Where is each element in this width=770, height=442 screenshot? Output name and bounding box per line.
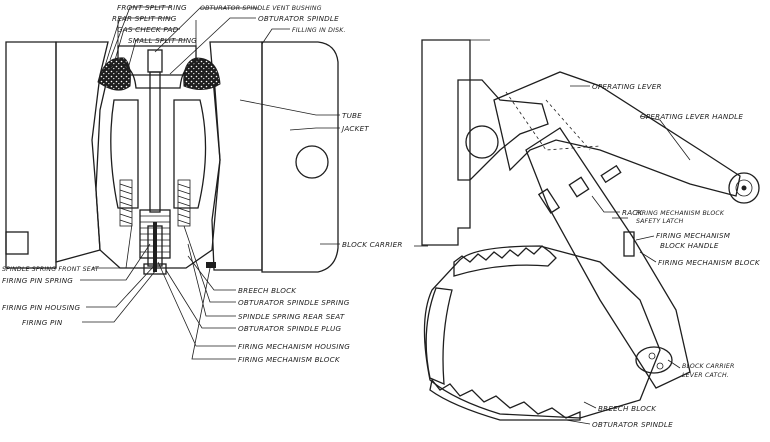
breech-block-threads-bottom <box>429 378 581 421</box>
sectional-view <box>5 20 339 275</box>
label-safety-latch-1: FIRING MECHANISM BLOCK <box>636 210 725 217</box>
label-small-split-ring: SMALL SPLIT RING <box>128 36 197 45</box>
label-firing-pin-housing: FIRING PIN HOUSING <box>2 303 80 312</box>
left-leader-lines <box>80 6 340 360</box>
breech-block-body <box>423 245 661 419</box>
label-vent-bushing: OBTURATOR SPINDLE VENT BUSHING <box>200 5 322 12</box>
label-firing-mechanism-block-left: FIRING MECHANISM BLOCK <box>238 355 341 364</box>
label-firing-pin-spring: FIRING PIN SPRING <box>2 276 73 285</box>
block-carrier-section <box>261 41 339 273</box>
firing-mechanism-block-assembly <box>525 127 691 389</box>
label-filling-in-disk: FILLING IN DISK. <box>292 27 346 34</box>
mushroom-head <box>117 45 197 89</box>
tube-left-section <box>55 41 109 263</box>
fm-block-handle <box>623 231 635 257</box>
label-fm-block-handle-2: BLOCK HANDLE <box>660 241 719 250</box>
breech-frame <box>421 39 471 246</box>
label-fm-block-right: FIRING MECHANISM BLOCK <box>658 258 761 267</box>
label-rear-split-ring: REAR SPLIT RING <box>112 14 177 23</box>
rack-part <box>537 188 561 214</box>
label-lever-catch-1: BLOCK CARRIER <box>682 363 735 370</box>
label-obturator-spindle-right: OBTURATOR SPINDLE <box>592 420 673 429</box>
carrier-outline <box>457 79 549 181</box>
label-block-carrier: BLOCK CARRIER <box>342 240 403 249</box>
gas-check-pad-left <box>97 57 131 91</box>
label-breech-block-left: BREECH BLOCK <box>238 286 297 295</box>
jacket-left-section <box>5 41 57 269</box>
label-jacket: JACKET <box>340 124 369 133</box>
label-firing-pin: FIRING PIN <box>22 318 63 327</box>
carrier-hinge <box>465 125 499 159</box>
obturator-spindle-plug <box>143 263 167 275</box>
label-spindle-spring-rear-seat: SPINDLE SPRING REAR SEAT <box>238 312 345 321</box>
block-carrier-lever-catch <box>635 346 673 374</box>
label-spindle-spring-front-seat: SPINDLE SPRING FRONT SEAT <box>2 266 100 273</box>
split-rings <box>103 65 211 75</box>
label-firing-mechanism-housing: FIRING MECHANISM HOUSING <box>238 342 350 351</box>
label-tube: TUBE <box>342 111 362 120</box>
carrier-lug <box>5 231 29 255</box>
obturator-spindle-shaft <box>149 71 161 213</box>
vent-bushing <box>147 49 163 73</box>
label-operating-lever: OPERATING LEVER <box>592 82 662 91</box>
carrier-pivot-hole <box>295 145 329 179</box>
label-obturator-spindle-plug: OBTURATOR SPINDLE PLUG <box>238 324 342 333</box>
label-fm-block-handle-1: FIRING MECHANISM <box>656 231 731 240</box>
label-rack: RACK <box>622 208 644 217</box>
right-leader-lines <box>414 85 691 425</box>
breech-block-threads-top <box>453 245 557 277</box>
operating-lever-handle-knob <box>728 172 760 204</box>
exterior-view <box>421 39 760 421</box>
label-lever-catch-2: LEVER CATCH. <box>682 372 729 379</box>
label-obturator-spindle-spring: OBTURATOR SPINDLE SPRING <box>238 298 350 307</box>
firing-pin <box>153 222 157 272</box>
label-safety-latch-2: SAFETY LATCH <box>636 218 684 225</box>
gas-check-pad-right <box>183 57 221 90</box>
safety-latch <box>600 164 622 184</box>
breech-block-face <box>425 287 453 386</box>
spindle-spring <box>119 179 191 227</box>
label-breech-block-right: BREECH BLOCK <box>598 404 657 413</box>
label-gas-check-pad: GAS CHECK PAD <box>117 25 179 34</box>
block-chamber-left <box>110 99 139 209</box>
label-front-split-ring: FRONT SPLIT RING <box>117 3 187 12</box>
label-operating-lever-handle: OPERATING LEVER HANDLE <box>640 112 743 121</box>
label-obturator-spindle-top: OBTURATOR SPINDLE <box>258 14 339 23</box>
firing-mechanism-block-small <box>206 262 216 268</box>
